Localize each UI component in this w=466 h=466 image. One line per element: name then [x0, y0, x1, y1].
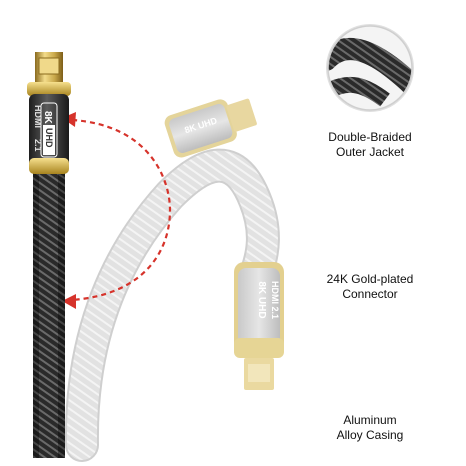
badge-8k: 8K: [42, 111, 53, 125]
feature-caption-gold: 24K Gold-plated Connector: [305, 272, 435, 302]
caption-line: 24K Gold-plated: [326, 272, 414, 286]
faded-cable: [64, 148, 280, 462]
feature-caption-braided: Double-Braided Outer Jacket: [305, 130, 435, 160]
faded-connector-top: 8K UHD: [164, 98, 257, 158]
badge-hdmi: HDMI: [33, 105, 43, 128]
faded-connector-bottom: 8K UHD HDMI 2.1: [234, 262, 284, 390]
badge-uhd: UHD: [44, 128, 54, 148]
feature-caption-alloy: Aluminum Alloy Casing: [305, 413, 435, 443]
caption-line: Alloy Casing: [336, 428, 404, 442]
badge-version: 2.1: [33, 139, 43, 152]
svg-text:HDMI 2.1: HDMI 2.1: [270, 281, 280, 319]
main-cable: [33, 168, 65, 458]
main-connector: 8K UHD HDMI 2.1: [27, 52, 71, 174]
feature-braided-jacket: [326, 24, 414, 112]
caption-line: Double-Braided: [328, 130, 412, 144]
caption-line: Outer Jacket: [335, 145, 405, 159]
caption-line: Aluminum: [343, 413, 397, 427]
braided-jacket-icon: [328, 26, 412, 110]
caption-line: Connector: [342, 287, 398, 301]
svg-text:8K UHD: 8K UHD: [256, 281, 267, 318]
